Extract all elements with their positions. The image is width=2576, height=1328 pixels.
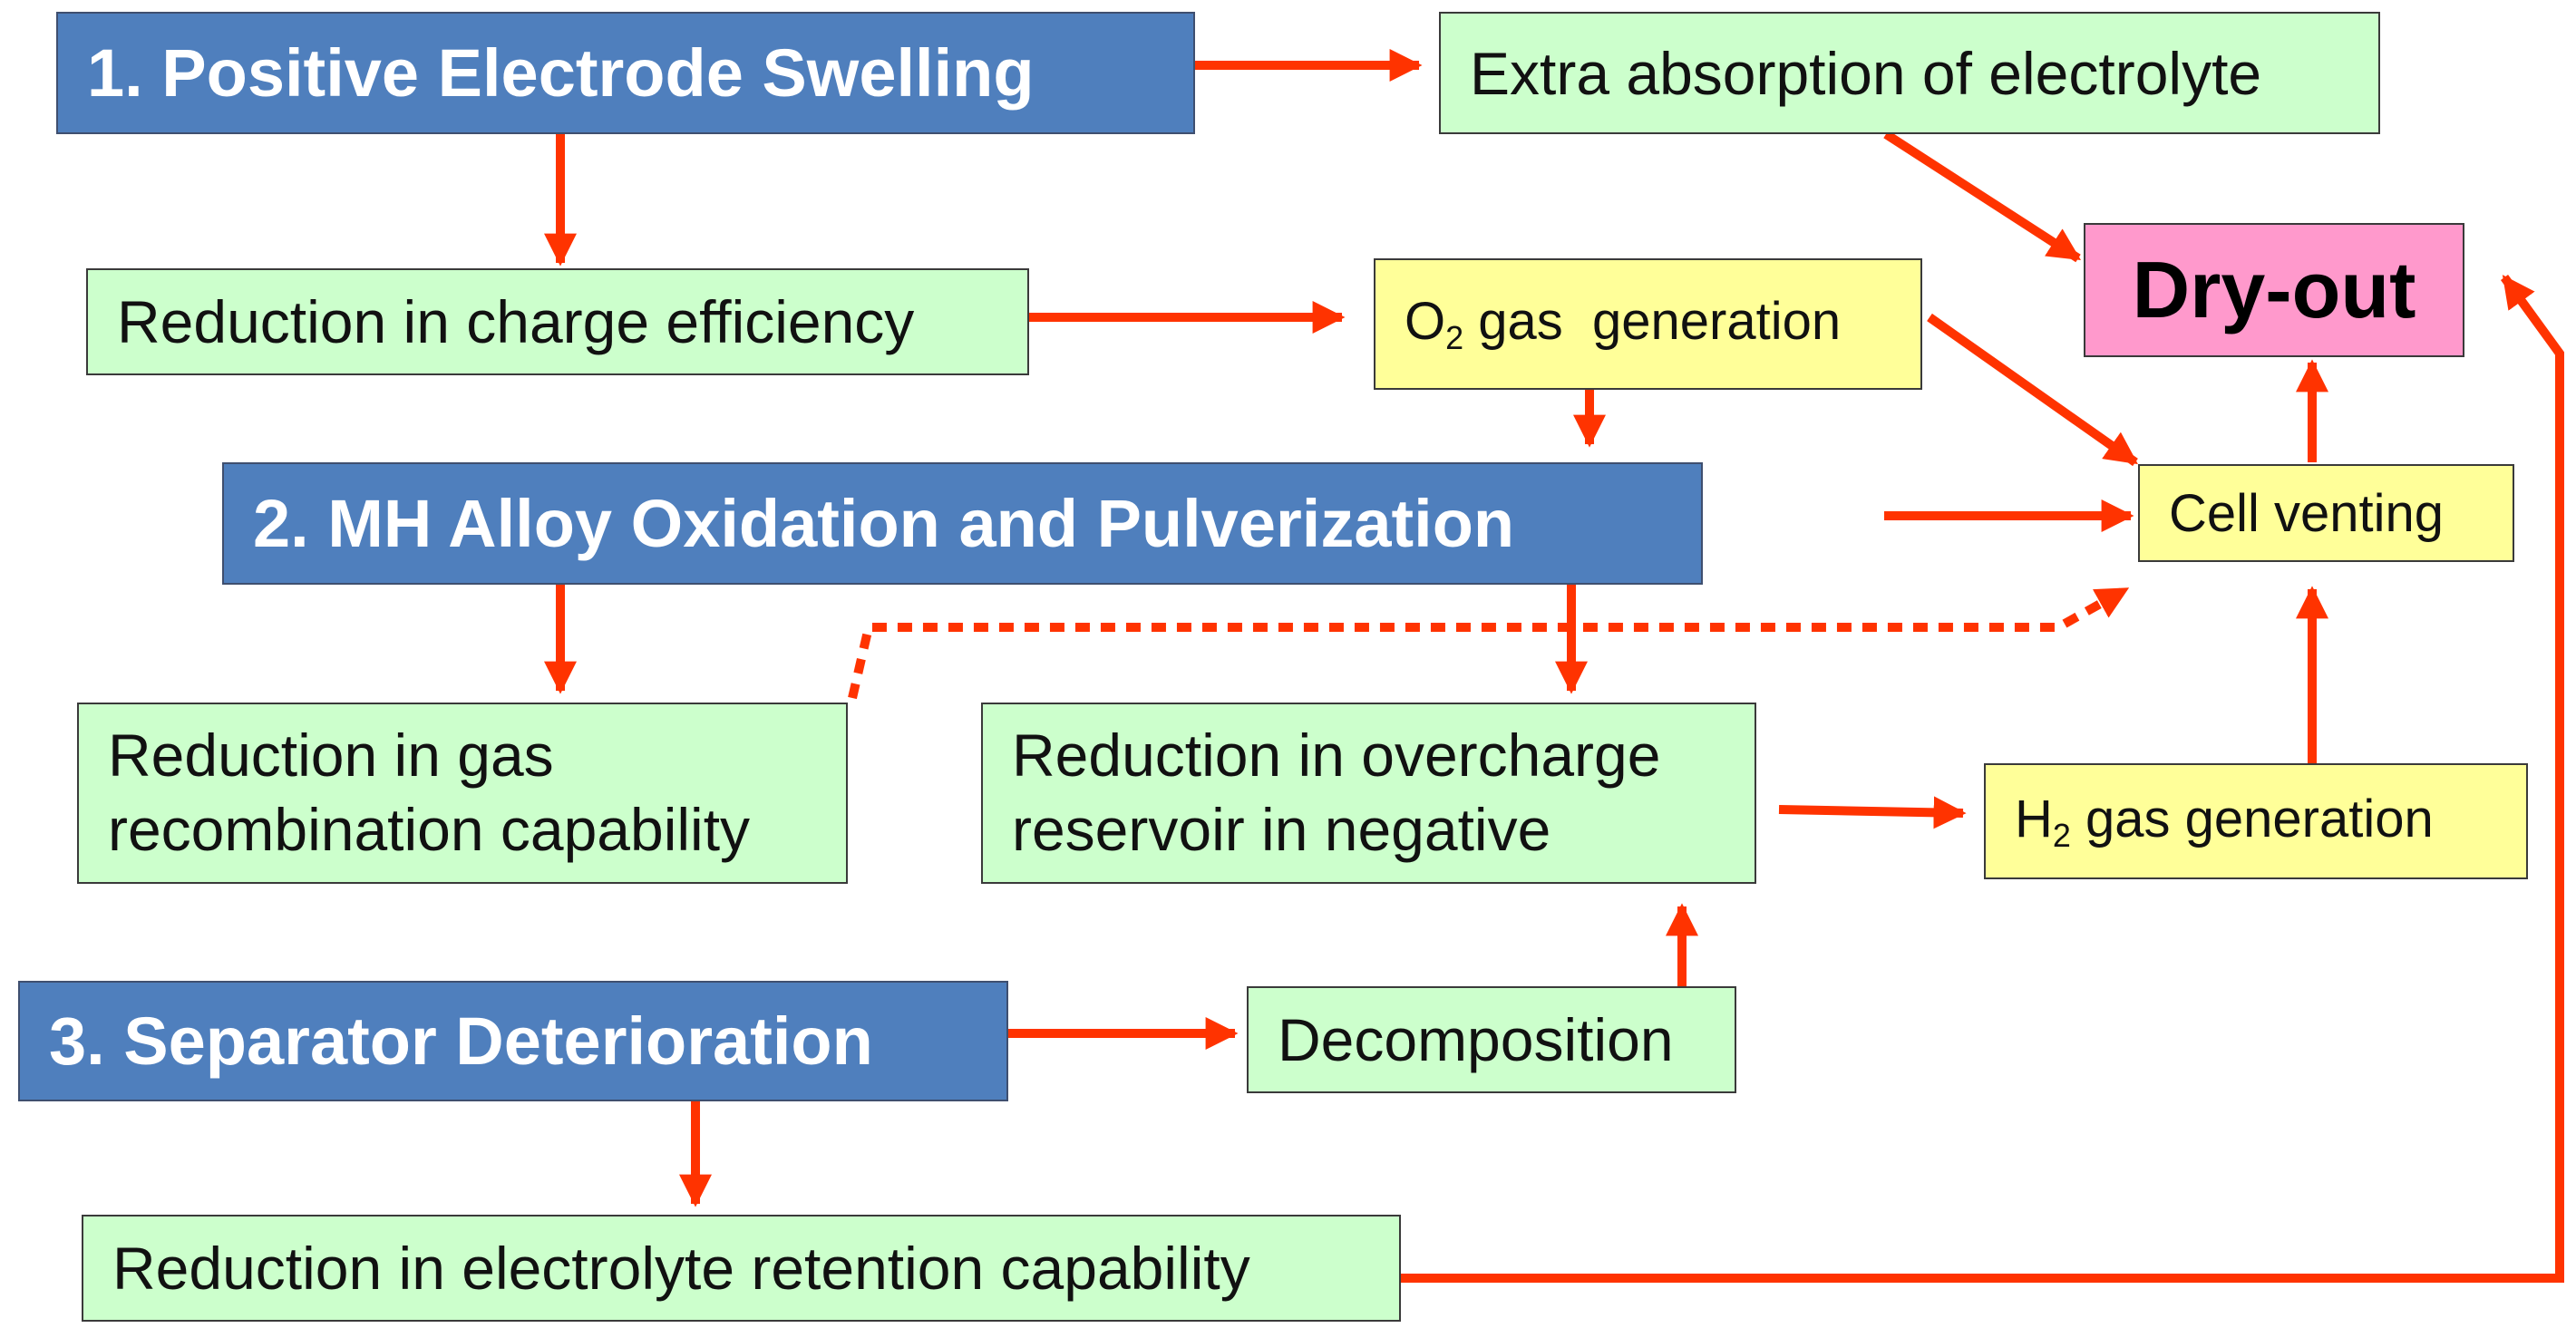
- arrow-overcharge-to-h2: [1778, 796, 1967, 829]
- o2-gas-generation-label: O2 gas generation: [1405, 292, 1842, 356]
- dry-out-label: Dry-out: [2132, 245, 2416, 334]
- separator-deterioration-box: 3. Separator Deterioration: [18, 981, 1008, 1101]
- reduction-electrolyte-retention-label: Reduction in electrolyte retention capab…: [112, 1235, 1250, 1302]
- arrow-o2-to-venting: [1927, 313, 2138, 467]
- separator-deterioration-label: 3. Separator Deterioration: [49, 1003, 873, 1079]
- mh-alloy-oxidation-label: 2. MH Alloy Oxidation and Pulverization: [253, 486, 1515, 561]
- reduction-overcharge-reservoir-line2: reservoir in negative: [1012, 796, 1551, 863]
- positive-electrode-swelling-box: 1. Positive Electrode Swelling: [56, 12, 1195, 134]
- reduction-gas-recombination-box: Reduction in gas recombination capabilit…: [77, 703, 848, 884]
- reduction-overcharge-reservoir-line1: Reduction in overcharge: [1012, 722, 1661, 790]
- o2-gas-generation-box: O2 gas generation: [1374, 258, 1922, 390]
- arrow-gas-recomb-to-venting-dotted: [848, 585, 2130, 700]
- arrow-absorption-to-dryout: [1883, 130, 2082, 263]
- arrow-retention-to-dryout: [1401, 275, 2564, 1283]
- mh-alloy-oxidation-box: 2. MH Alloy Oxidation and Pulverization: [222, 462, 1703, 585]
- dry-out-box: Dry-out: [2084, 223, 2464, 357]
- extra-absorption-box: Extra absorption of electrolyte: [1439, 12, 2380, 134]
- h2-gas-generation-box: H2 gas generation: [1984, 763, 2528, 879]
- decomposition-label: Decomposition: [1278, 1006, 1674, 1073]
- reduction-charge-efficiency-box: Reduction in charge efficiency: [86, 268, 1029, 375]
- reduction-charge-efficiency-label: Reduction in charge efficiency: [117, 288, 915, 355]
- cell-venting-box: Cell venting: [2138, 464, 2514, 562]
- reduction-electrolyte-retention-box: Reduction in electrolyte retention capab…: [82, 1215, 1401, 1322]
- reduction-overcharge-reservoir-box: Reduction in overcharge reservoir in neg…: [981, 703, 1756, 884]
- reduction-gas-recombination-line2: recombination capability: [108, 796, 751, 863]
- reduction-gas-recombination-line1: Reduction in gas: [108, 722, 554, 790]
- cell-venting-label: Cell venting: [2169, 483, 2445, 543]
- positive-electrode-swelling-label: 1. Positive Electrode Swelling: [87, 35, 1035, 111]
- extra-absorption-label: Extra absorption of electrolyte: [1470, 39, 2262, 107]
- h2-gas-generation-label: H2 gas generation: [2015, 789, 2434, 854]
- decomposition-box: Decomposition: [1247, 986, 1736, 1093]
